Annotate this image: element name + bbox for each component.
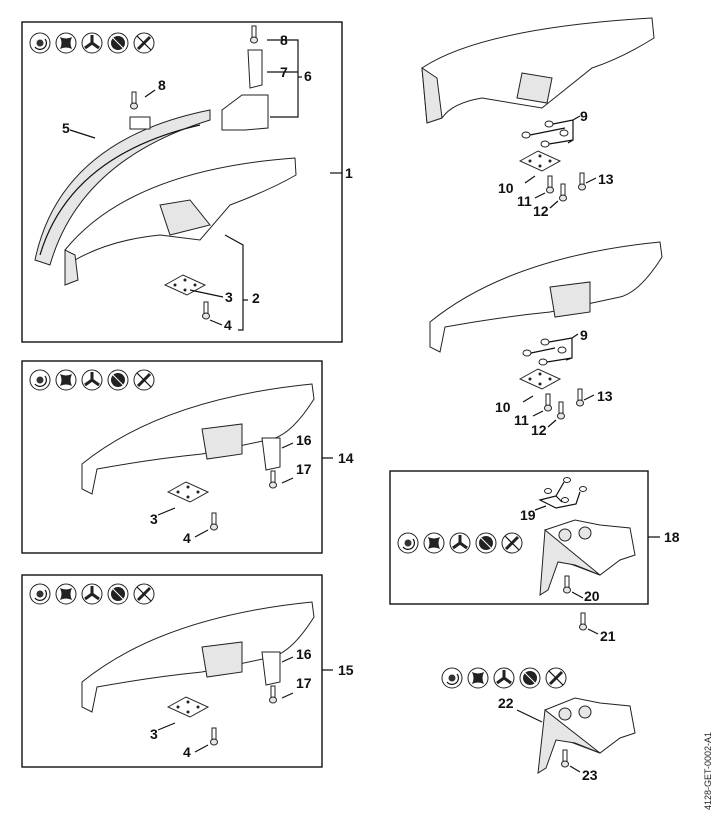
label-16: 16 — [296, 432, 312, 448]
bracket-16 — [261, 437, 281, 471]
screw-13 — [578, 172, 586, 191]
label-10: 10 — [498, 180, 514, 196]
guard-5 — [34, 109, 211, 266]
deflector-18 — [539, 519, 636, 596]
plate-10 — [519, 150, 561, 172]
label-15: 15 — [338, 662, 354, 678]
label-6: 6 — [304, 68, 312, 84]
label-5: 5 — [62, 120, 70, 136]
shims-19 — [544, 477, 587, 503]
group-14-frame — [21, 360, 323, 554]
label-9: 9 — [580, 108, 588, 124]
screw-11 — [544, 393, 552, 412]
screw-17 — [269, 685, 277, 704]
plate-3 — [167, 696, 209, 718]
shims-9 — [521, 120, 569, 148]
group-15-frame — [21, 574, 323, 768]
screw-12 — [559, 183, 567, 202]
deflector-22 — [537, 697, 636, 774]
screw-17 — [269, 470, 277, 489]
tool-icons-group-1 — [30, 33, 154, 53]
label-13: 13 — [597, 388, 613, 404]
label-11: 11 — [514, 412, 529, 428]
screw-23 — [561, 749, 569, 768]
label-12: 12 — [531, 422, 547, 438]
label-8: 8 — [158, 77, 166, 93]
label-3: 3 — [150, 511, 158, 527]
label-18: 18 — [664, 529, 680, 545]
drawing-code: 4128-GET-0002-A1 — [703, 732, 713, 810]
label-20: 20 — [584, 588, 600, 604]
label-16: 16 — [296, 646, 312, 662]
label-4: 4 — [183, 744, 191, 760]
tool-icons-group-22 — [442, 668, 566, 688]
screw-21 — [579, 612, 587, 631]
guard-1 — [64, 157, 297, 286]
label-11: 11 — [517, 193, 532, 209]
screw-13 — [576, 388, 584, 407]
tool-icons-group-18 — [398, 533, 522, 553]
screw-8 — [130, 91, 138, 110]
label-14: 14 — [338, 450, 354, 466]
screw-4 — [202, 301, 210, 320]
label-4: 4 — [224, 317, 232, 333]
guard-upper-right — [421, 17, 655, 124]
label-17: 17 — [296, 461, 312, 477]
label-3: 3 — [150, 726, 158, 742]
tool-icons-group-15 — [30, 584, 154, 604]
screw-4 — [210, 727, 218, 746]
label-3: 3 — [225, 289, 233, 305]
screw-11 — [546, 175, 554, 194]
screw-12 — [557, 401, 565, 420]
guard-middle-right — [429, 241, 663, 353]
label-22: 22 — [498, 695, 514, 711]
label-23: 23 — [582, 767, 598, 783]
label-21: 21 — [600, 628, 616, 644]
screw-20 — [563, 575, 571, 594]
label-19: 19 — [520, 507, 536, 523]
label-10: 10 — [495, 399, 511, 415]
label-9: 9 — [580, 327, 588, 343]
bracket-16 — [261, 651, 281, 686]
group-1-frame — [21, 21, 343, 343]
label-12: 12 — [533, 203, 549, 219]
kit-6 — [221, 25, 269, 131]
plate-3 — [167, 481, 209, 503]
label-7: 7 — [280, 64, 288, 80]
label-8: 8 — [280, 32, 288, 48]
shims-9 — [522, 338, 567, 366]
label-17: 17 — [296, 675, 312, 691]
label-13: 13 — [598, 171, 614, 187]
plate-10 — [519, 368, 561, 390]
label-4: 4 — [183, 530, 191, 546]
label-1: 1 — [345, 165, 353, 181]
tool-icons-group-14 — [30, 370, 154, 390]
label-2: 2 — [252, 290, 260, 306]
screw-4 — [210, 512, 218, 531]
